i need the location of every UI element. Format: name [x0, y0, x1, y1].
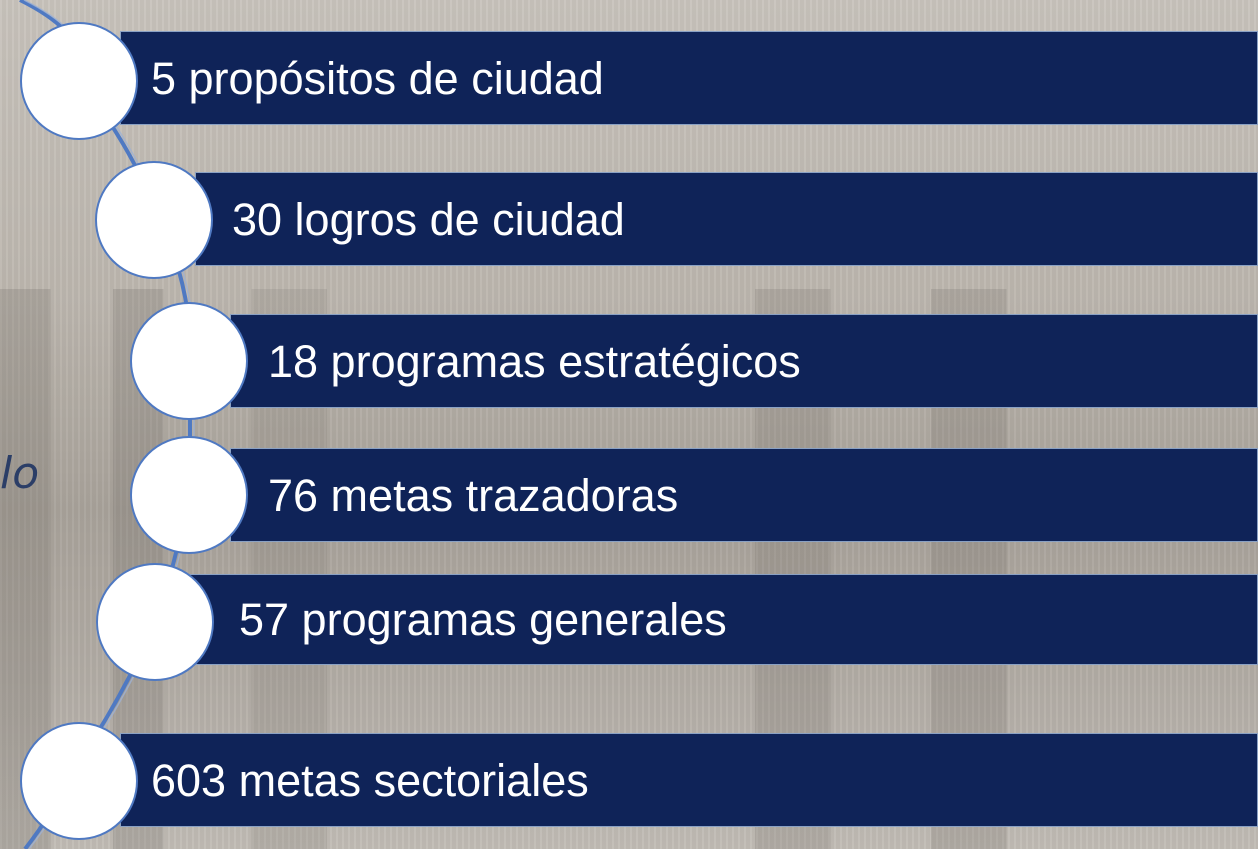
step-label-4: 76 metas trazadoras: [268, 469, 679, 521]
step-bar-5: 57 programas generales: [168, 574, 1258, 665]
step-bar-3: 18 programas estratégicos: [230, 314, 1258, 408]
step-circle-1: [20, 22, 138, 140]
step-label-3: 18 programas estratégicos: [268, 335, 801, 387]
step-bar-2: 30 logros de ciudad: [195, 172, 1258, 266]
step-circle-2: [95, 161, 213, 279]
step-label-5: 57 programas generales: [239, 594, 727, 645]
step-bar-4: 76 metas trazadoras: [230, 448, 1258, 542]
step-label-2: 30 logros de ciudad: [232, 193, 625, 245]
step-circle-6: [20, 722, 138, 840]
side-label-fragment: lo: [0, 448, 40, 499]
step-circle-4: [130, 436, 248, 554]
step-bar-1: 5 propósitos de ciudad: [120, 31, 1258, 125]
step-label-1: 5 propósitos de ciudad: [151, 52, 604, 104]
step-label-6: 603 metas sectoriales: [151, 754, 589, 806]
step-circle-5: [96, 563, 214, 681]
step-bar-6: 603 metas sectoriales: [120, 733, 1258, 827]
step-circle-3: [130, 302, 248, 420]
